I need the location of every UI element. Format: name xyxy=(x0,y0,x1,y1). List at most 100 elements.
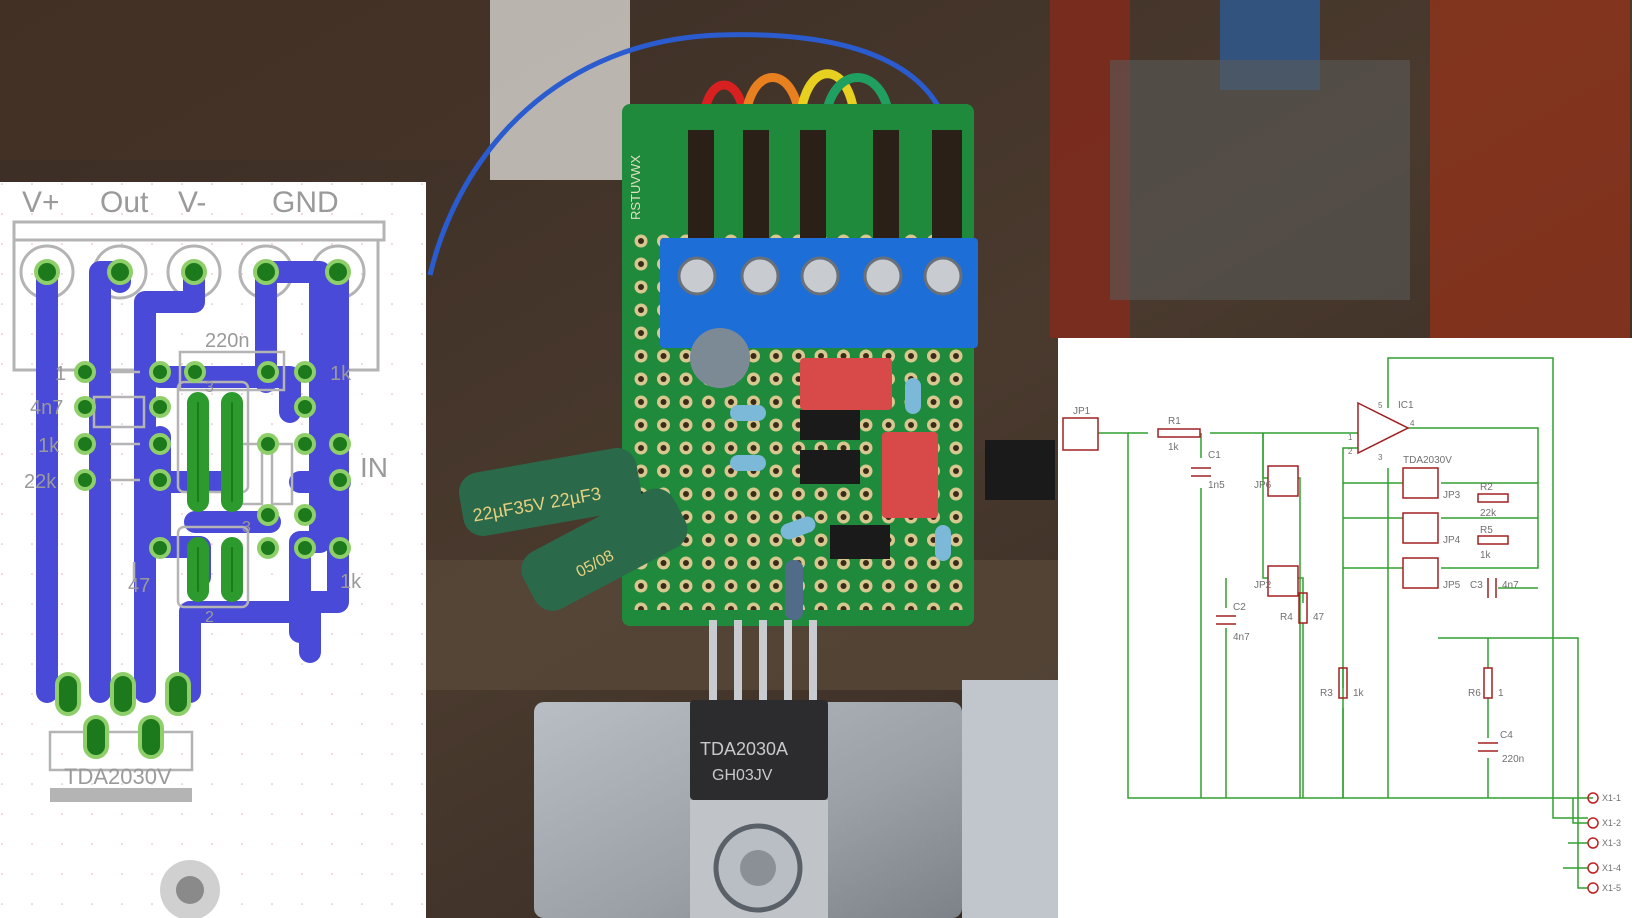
ic1-pin-2: 2 xyxy=(1348,447,1353,456)
film-cap-220n xyxy=(800,358,892,410)
jp3-symbol xyxy=(1402,467,1439,499)
output-connector xyxy=(985,440,1055,500)
electrolytic-cap-2: 05/08 xyxy=(521,488,688,611)
pads xyxy=(34,259,351,759)
ic1-symbol xyxy=(1357,401,1410,455)
jumpers xyxy=(800,410,890,559)
schematic-panel: JP1 R1 1k C1 1n5 IC1 TDA2030V JP6 JP2 C2… xyxy=(1058,338,1632,918)
terminal-label-out: Out xyxy=(100,186,149,219)
ic-marking-2: GH03JV xyxy=(712,767,773,784)
pcb-component-labels: 220n 1 4n7 1k 22k 1k IN 47 1k 3 3 2 TDA2… xyxy=(24,330,388,789)
label-jp6: JP6 xyxy=(1254,480,1272,491)
terminal-label-gnd: GND xyxy=(272,186,339,219)
r1-symbol xyxy=(1157,428,1201,438)
pin-label-x1-2: X1-2 xyxy=(1602,818,1621,828)
schematic-pin-circles xyxy=(1587,792,1599,894)
label-r3-val: 1k xyxy=(1353,688,1365,699)
schematic-pin-labels: X1-1 X1-2 X1-3 X1-4 X1-5 xyxy=(1602,793,1621,893)
label-r5-val: 1k xyxy=(1480,550,1492,561)
ic-marking-1: TDA2030A xyxy=(700,739,788,759)
label-c4: C4 xyxy=(1500,730,1513,741)
ic1-pin-5: 5 xyxy=(1378,401,1383,410)
terminal-label-vminus: V- xyxy=(178,186,206,219)
label-r6: R6 xyxy=(1468,688,1481,699)
label-c1-val: 1n5 xyxy=(1208,480,1225,491)
label-jumper-2: 2 xyxy=(205,609,214,626)
label-jp5: JP5 xyxy=(1443,580,1461,591)
pcb-edge-letters: RSTUVWX xyxy=(628,155,643,220)
jp2-symbol xyxy=(1267,565,1299,597)
label-r1: R1 xyxy=(1168,416,1181,427)
label-ic: TDA2030V xyxy=(64,764,172,789)
pcb-layout-drawing: V+ Out V- GND xyxy=(0,182,426,918)
r3-symbol xyxy=(1338,667,1348,699)
label-c3-val: 4n7 xyxy=(1502,580,1519,591)
terminal-label-vplus: V+ xyxy=(22,186,60,219)
ceramic-cap xyxy=(690,328,750,388)
bg-white-pipe xyxy=(490,0,630,180)
film-cap-4n7 xyxy=(882,432,938,518)
pcb-layout-panel: V+ Out V- GND xyxy=(0,182,426,918)
schematic-parts xyxy=(1062,401,1509,752)
jp4-symbol xyxy=(1402,512,1439,544)
r2-symbol xyxy=(1477,493,1509,503)
pin-label-x1-5: X1-5 xyxy=(1602,883,1621,893)
label-jp2: JP2 xyxy=(1254,580,1272,591)
ic-body xyxy=(690,700,828,800)
label-c2-val: 4n7 xyxy=(1233,632,1250,643)
label-r2: R2 xyxy=(1480,482,1493,493)
header-pins xyxy=(688,130,962,240)
jp1-symbol xyxy=(1062,417,1099,451)
ic-legs xyxy=(709,620,817,700)
label-r-1k-right: 1k xyxy=(330,363,352,385)
label-input: IN xyxy=(360,452,388,483)
schematic-drawing: JP1 R1 1k C1 1n5 IC1 TDA2030V JP6 JP2 C2… xyxy=(1062,357,1621,894)
label-r-1: 1 xyxy=(55,363,66,385)
label-jp3: JP3 xyxy=(1443,490,1461,501)
label-c2: C2 xyxy=(1233,602,1246,613)
label-c1: C1 xyxy=(1208,450,1221,461)
label-r6-val: 1 xyxy=(1498,688,1504,699)
pin-label-x1-1: X1-1 xyxy=(1602,793,1621,803)
label-ic1: IC1 xyxy=(1398,400,1414,411)
electrolytic-cap-1: 22µF35V 22µF3 xyxy=(458,448,642,536)
bg-scope xyxy=(1110,60,1410,300)
ic1-pin-3: 3 xyxy=(1378,453,1383,462)
terminal-screws xyxy=(677,256,963,296)
r6-symbol xyxy=(1483,667,1493,699)
label-r-47: 47 xyxy=(128,575,150,597)
r4-symbol xyxy=(1298,592,1308,624)
label-r5: R5 xyxy=(1480,525,1493,536)
label-r-22k: 22k xyxy=(24,471,57,493)
ic-silk-bar xyxy=(50,788,192,802)
label-r2-val: 22k xyxy=(1480,508,1497,519)
bg-shelf xyxy=(0,0,490,160)
label-jumper-3b: 3 xyxy=(242,519,251,536)
terminal-labels: V+ Out V- GND xyxy=(22,186,339,219)
label-jp1: JP1 xyxy=(1073,406,1091,417)
r5-symbol xyxy=(1477,535,1509,545)
label-jumper-3a: 3 xyxy=(205,379,214,396)
label-jp4: JP4 xyxy=(1443,535,1461,546)
aluminium-plate xyxy=(962,680,1058,918)
label-cap-220n: 220n xyxy=(205,330,250,352)
schematic-labels: JP1 R1 1k C1 1n5 IC1 TDA2030V JP6 JP2 C2… xyxy=(1073,400,1524,765)
pin-label-x1-4: X1-4 xyxy=(1602,863,1621,873)
ic1-pin-1: 1 xyxy=(1348,433,1353,442)
pin-label-x1-3: X1-3 xyxy=(1602,838,1621,848)
jp5-symbol xyxy=(1402,557,1439,589)
label-c4-val: 220n xyxy=(1502,754,1524,765)
label-r1-val: 1k xyxy=(1168,442,1180,453)
resistors xyxy=(730,378,951,620)
jp6-symbol xyxy=(1267,465,1299,497)
label-r-1k-bottom: 1k xyxy=(340,571,362,593)
label-c3: C3 xyxy=(1470,580,1483,591)
blue-wire xyxy=(427,32,953,276)
ic1-pin-4: 4 xyxy=(1410,419,1415,428)
schematic-wires xyxy=(1098,357,1593,889)
label-r-1k: 1k xyxy=(38,435,60,457)
label-r3: R3 xyxy=(1320,688,1333,699)
label-cap-4n7: 4n7 xyxy=(30,397,63,419)
label-r4-val: 47 xyxy=(1313,612,1325,623)
bg-red-frame-2 xyxy=(1430,0,1630,338)
